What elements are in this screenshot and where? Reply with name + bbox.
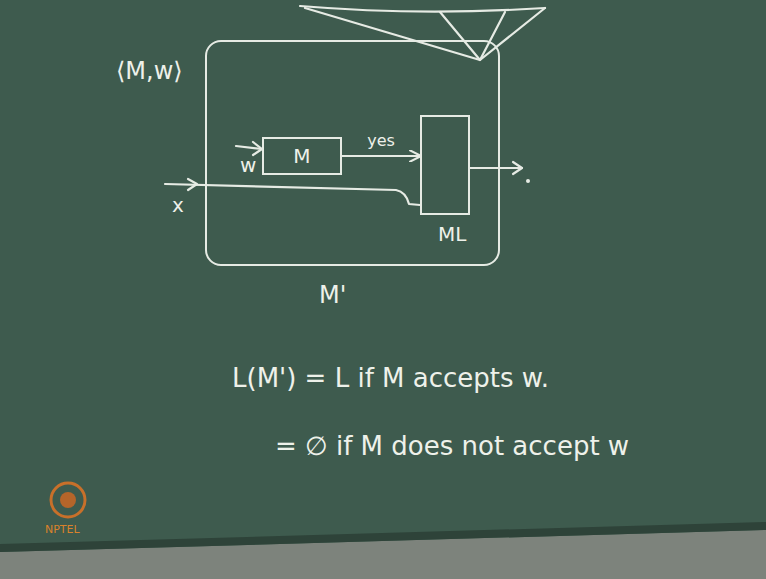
output-arrowhead — [513, 162, 522, 174]
chalk-lines — [165, 6, 545, 205]
logo-ring — [51, 483, 85, 517]
machine-box: M — [262, 137, 342, 175]
arrow-connector — [342, 155, 420, 157]
equation-line: = ∅ if M does not accept w — [275, 432, 629, 461]
output-dot — [526, 179, 530, 183]
erased-figure-triangle — [305, 8, 545, 60]
erased-figure-lines — [440, 12, 505, 60]
output-wire — [470, 167, 522, 169]
input-name: w — [240, 154, 256, 176]
input-name: x — [172, 194, 184, 216]
input-pair: ⟨M,w⟩ — [116, 58, 183, 84]
node-label: M' — [319, 282, 346, 308]
machine-boundary: MMLM' — [205, 40, 500, 266]
node-label: ML — [438, 223, 466, 245]
board-frame — [0, 522, 766, 552]
input-x-arrowhead — [188, 179, 197, 190]
nptel-logo — [51, 483, 85, 517]
node-label: M — [293, 145, 310, 167]
machine-box: ML — [420, 115, 470, 215]
logo-core — [60, 492, 76, 508]
edge-label: yes — [367, 132, 395, 150]
equation-line: L(M') = L if M accepts w. — [232, 364, 549, 393]
logo-text: NPTEL — [45, 524, 80, 536]
erased-figure-edge — [300, 6, 545, 12]
input-x-wire — [165, 184, 420, 205]
